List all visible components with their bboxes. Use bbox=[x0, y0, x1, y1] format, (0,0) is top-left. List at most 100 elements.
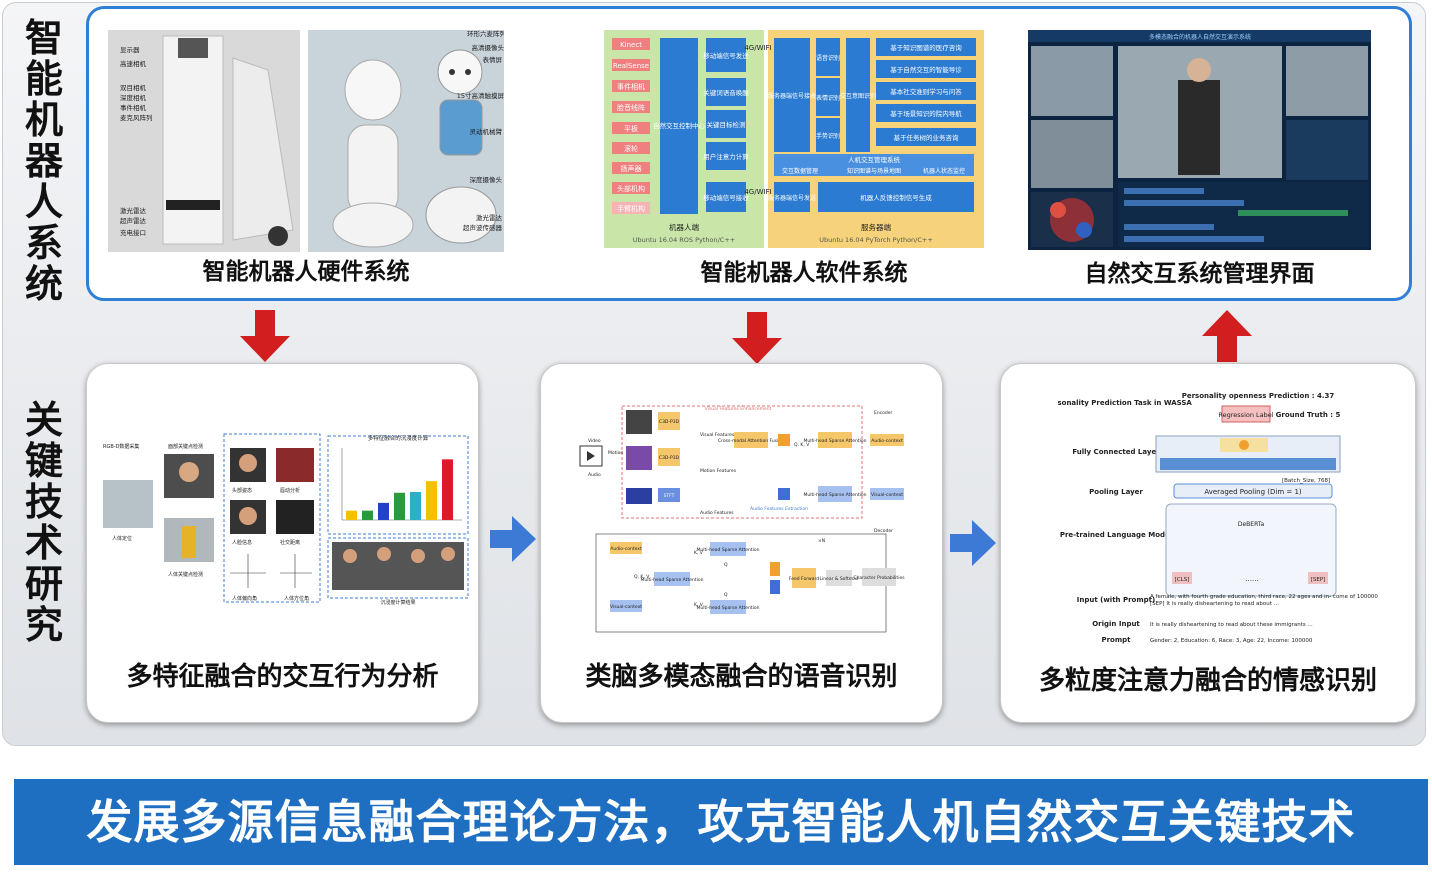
bar-group bbox=[346, 459, 453, 520]
behavior-figure: RGB-D数据采集 人体定位 面部关键点检测 人体关键点检测 头部姿态 唇动分析… bbox=[103, 433, 469, 606]
sp-visual-ctx: Visual-context bbox=[871, 492, 903, 498]
sensor-4: 平板 bbox=[624, 124, 638, 133]
robot-mid-3: 用户注意力计算 bbox=[703, 152, 749, 161]
sensor-0: Kinect bbox=[620, 41, 642, 49]
bar-2 bbox=[362, 510, 373, 520]
net-bottom: 4G/WIFI bbox=[744, 188, 771, 196]
arrow-down-middle bbox=[732, 312, 782, 364]
ui-caption: 自然交互系统管理界面 bbox=[1084, 261, 1315, 287]
server-footer: 服务器端 bbox=[861, 222, 891, 232]
robot-footer: 机器人端 bbox=[669, 222, 699, 232]
sensor-6: 扬声器 bbox=[621, 164, 642, 173]
management-ui-figure: 多模态融合的机器人自然交互演示系统 bbox=[1028, 30, 1371, 250]
sp-motion-feat: Motion Features bbox=[700, 468, 737, 474]
bar-3 bbox=[378, 502, 389, 520]
emo-dots: ...... bbox=[1245, 575, 1258, 583]
sensor-2: 事件相机 bbox=[617, 82, 645, 91]
server-feedback: 机器人反馈控制信号生成 bbox=[860, 193, 932, 202]
arrow-up-right bbox=[1202, 310, 1252, 362]
server-mod-1: 表情识别 bbox=[816, 94, 840, 102]
hw-rlabel-3: 15寸高清触摸屏 bbox=[457, 91, 504, 100]
emo-input-text: A female, with fourth grade education, t… bbox=[1150, 594, 1378, 607]
hw-label-6: 激光雷达 bbox=[120, 206, 147, 215]
beh-face-kp: 面部关键点检测 bbox=[168, 443, 203, 450]
sp-mhsa-3: Multi-head Sparse Attention bbox=[697, 547, 760, 553]
emo-origin-label: Origin Input bbox=[1092, 620, 1140, 628]
sensor-1: RealSense bbox=[613, 62, 649, 70]
beh-head-pose: 头部姿态 bbox=[232, 487, 252, 494]
sensor-8: 手臂机构 bbox=[617, 204, 645, 213]
emotion-caption: 多粒度注意力融合的情感识别 bbox=[1038, 666, 1377, 696]
sp-kv-2: K, V bbox=[694, 602, 704, 608]
bar-6 bbox=[426, 481, 437, 520]
hw-label-8: 充电接口 bbox=[120, 228, 146, 237]
software-caption: 智能机器人软件系统 bbox=[700, 260, 908, 286]
sp-nx: ×N bbox=[818, 538, 825, 544]
beh-person-loc: 人体定位 bbox=[112, 535, 132, 542]
server-mod-2: 手势识别 bbox=[816, 132, 840, 140]
arrow-down-left bbox=[240, 310, 290, 362]
emo-pool-label: Pooling Layer bbox=[1089, 488, 1143, 496]
beh-face-info: 人脸信息 bbox=[232, 539, 252, 546]
kb-2: 基本社交准则学习与问答 bbox=[890, 87, 962, 96]
emo-prompt-label: Prompt bbox=[1101, 636, 1131, 644]
sp-ffn: Feed Forward bbox=[789, 576, 819, 582]
emo-truth: Ground Truth : 5 bbox=[1276, 411, 1341, 419]
sp-q-1: Q bbox=[724, 562, 728, 568]
hw-rlabel-0: 环形六麦阵列 bbox=[467, 30, 504, 38]
beh-body-yaw: 人体偏向角 bbox=[232, 595, 257, 602]
beh-mouth: 唇动分析 bbox=[280, 487, 300, 494]
sp-audio-enh: Audio Features Extraction bbox=[750, 506, 808, 512]
emotion-figure: Personality Prediction Task in WASSA Per… bbox=[1058, 392, 1378, 644]
bottom-banner: 发展多源信息融合理论方法，攻克智能人机自然交互关键技术 bbox=[14, 779, 1428, 865]
side-label-system: 智能机器人系统 bbox=[24, 16, 63, 306]
emo-batch: [Batch_Size, 768] bbox=[1282, 478, 1330, 484]
bar-4 bbox=[394, 492, 405, 520]
sp-mhsa-1: Multi-head Sparse Attention bbox=[804, 438, 867, 444]
sp-mhsa-5: Multi-head Sparse Attention bbox=[697, 605, 760, 611]
sp-visual-feat: Visual Features bbox=[700, 432, 735, 438]
mgmt-title: 人机交互管理系统 bbox=[848, 155, 901, 164]
sensor-list: Kinect RealSense 事件相机 脸音线阵 平板 滚轮 扬声器 头部机… bbox=[612, 38, 650, 214]
emo-prompt-text: Gender: 2, Education: 6, Race: 3, Age: 2… bbox=[1150, 638, 1313, 644]
ui-title: 多模态融合的机器人自然交互演示系统 bbox=[1149, 33, 1251, 41]
hw-rlabel-2: 表情屏 bbox=[483, 55, 503, 64]
speech-caption: 类脑多模态融合的语音识别 bbox=[585, 662, 898, 692]
kb-0: 基于知识图谱的医疗咨询 bbox=[890, 43, 962, 52]
beh-social: 社交距离 bbox=[280, 539, 300, 546]
hw-label-2: 双目相机 bbox=[120, 83, 147, 92]
sp-c3d-2: C3D-P3D bbox=[659, 455, 680, 461]
hardware-figure: 显示器 高速相机 双目相机 深度相机 事件相机 麦克风阵列 激光雷达 超声雷达 … bbox=[108, 30, 504, 252]
hw-label-7: 超声雷达 bbox=[120, 216, 147, 225]
sp-mhsa-4: Multi-head Sparse Attention bbox=[641, 577, 704, 583]
sensor-7: 头部机构 bbox=[617, 184, 645, 193]
hw-rlabel-1: 高清摄像头 bbox=[472, 43, 505, 52]
emo-sep: [SEP] bbox=[1311, 577, 1326, 583]
sp-kv-1: K, V bbox=[694, 550, 704, 556]
sp-encoder: Encoder bbox=[874, 410, 893, 416]
beh-chart-title: 多特征融合的沉浸度计算 bbox=[368, 434, 429, 442]
sp-c3d-1: C3D-P3D bbox=[659, 419, 680, 425]
arrow-right-2 bbox=[950, 520, 996, 566]
server-env: Ubuntu 16.04 PyTorch Python/C++ bbox=[819, 236, 933, 244]
speech-figure: Video Motion Audio Encoder C3D-P3D C3D-P… bbox=[579, 405, 905, 633]
software-figure: Kinect RealSense 事件相机 脸音线阵 平板 滚轮 扬声器 头部机… bbox=[604, 30, 984, 248]
emo-reg: Regression Label bbox=[1218, 411, 1273, 419]
side-label-research: 关键技术研究 bbox=[24, 398, 63, 647]
emo-fc: Fully Connected Layer bbox=[1072, 448, 1160, 456]
sp-visual-enh: Visual Features Enhancement bbox=[705, 406, 772, 412]
sensor-5: 滚轮 bbox=[624, 144, 638, 153]
mgmt-1: 知识图谱与场景地图 bbox=[847, 167, 901, 175]
mgmt-2: 机器人状态监控 bbox=[923, 167, 965, 175]
sp-char: Character Probabilities bbox=[853, 575, 905, 581]
sp-mhsa-2: Multi-head Sparse Attention bbox=[804, 492, 867, 498]
robot-mid-0: 移动端信号发送 bbox=[703, 51, 749, 60]
emo-origin-text: It is really disheartening to read about… bbox=[1150, 622, 1313, 628]
hw-rlabel-7: 超声波传感器 bbox=[463, 223, 503, 232]
hw-rlabel-4: 灵动机械臂 bbox=[470, 127, 503, 136]
emo-cls: [CLS] bbox=[1175, 577, 1190, 583]
beh-rgbd: RGB-D数据采集 bbox=[103, 443, 139, 450]
sp-decoder: Decoder bbox=[874, 528, 893, 534]
sp-linear: Linear & Softmax bbox=[819, 576, 858, 582]
sp-cross: Cross-modal Attention Fusion bbox=[718, 438, 784, 444]
